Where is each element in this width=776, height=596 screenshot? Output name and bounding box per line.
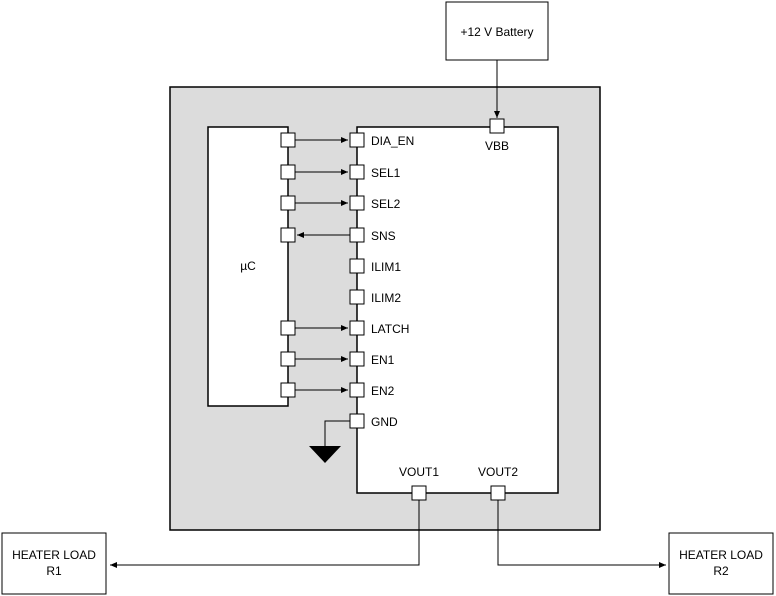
uc-pin-sel2 [280,195,296,211]
pin-label-dia-en: DIA_EN [371,134,414,148]
gnd-wire [324,420,350,446]
heater-load-r2-line1: HEATER LOAD [679,548,763,562]
vout2-label: VOUT2 [478,465,518,479]
vbb-label: VBB [485,139,509,153]
pin-label-ilim2: ILIM2 [371,291,401,305]
heater-load-r2-line2: R2 [713,564,729,578]
pin-label-gnd: GND [371,415,398,429]
pin-label-sel2: SEL2 [371,197,401,211]
ic-pin-en1 [349,351,365,367]
uc-pin-dia-en [280,132,296,148]
ic-pin-dia-en [349,132,365,148]
vout1-pin [411,485,427,501]
microcontroller-block [207,126,289,407]
ic-pin-ilim2 [349,289,365,305]
ic-pin-latch [349,320,365,336]
vbb-pin [489,118,505,134]
vout2-pin [490,485,506,501]
heater-load-r1-box [1,532,107,595]
uc-pin-en1 [280,351,296,367]
ic-pin-ilim1 [349,258,365,274]
pin-label-latch: LATCH [371,322,409,336]
pin-label-sel1: SEL1 [371,166,401,180]
ic-pin-sns [349,227,365,243]
ic-pin-gnd [349,413,365,429]
pin-label-en1: EN1 [371,353,395,367]
ic-pin-sel2 [349,195,365,211]
ic-pin-en2 [349,382,365,398]
heater-load-r1-line1: HEATER LOAD [12,548,96,562]
pin-label-ilim1: ILIM1 [371,260,401,274]
uc-pin-latch [280,320,296,336]
microcontroller-label: µC [240,259,256,273]
vout1-label: VOUT1 [399,465,439,479]
vout2-to-load-r2-wire [497,500,666,568]
battery-box [445,1,549,61]
heater-load-r2-box [668,532,774,595]
vout1-to-load-r1-wire [110,500,420,568]
driver-ic-block [356,126,559,494]
ground-symbol-icon [309,446,341,463]
ic-pin-sel1 [349,164,365,180]
battery-label: +12 V Battery [460,25,533,39]
uc-pin-en2 [280,382,296,398]
uc-pin-sns [280,227,296,243]
heater-load-r1-line2: R1 [46,564,62,578]
pin-label-en2: EN2 [371,384,395,398]
uc-pin-sel1 [280,164,296,180]
pin-label-sns: SNS [371,229,396,243]
